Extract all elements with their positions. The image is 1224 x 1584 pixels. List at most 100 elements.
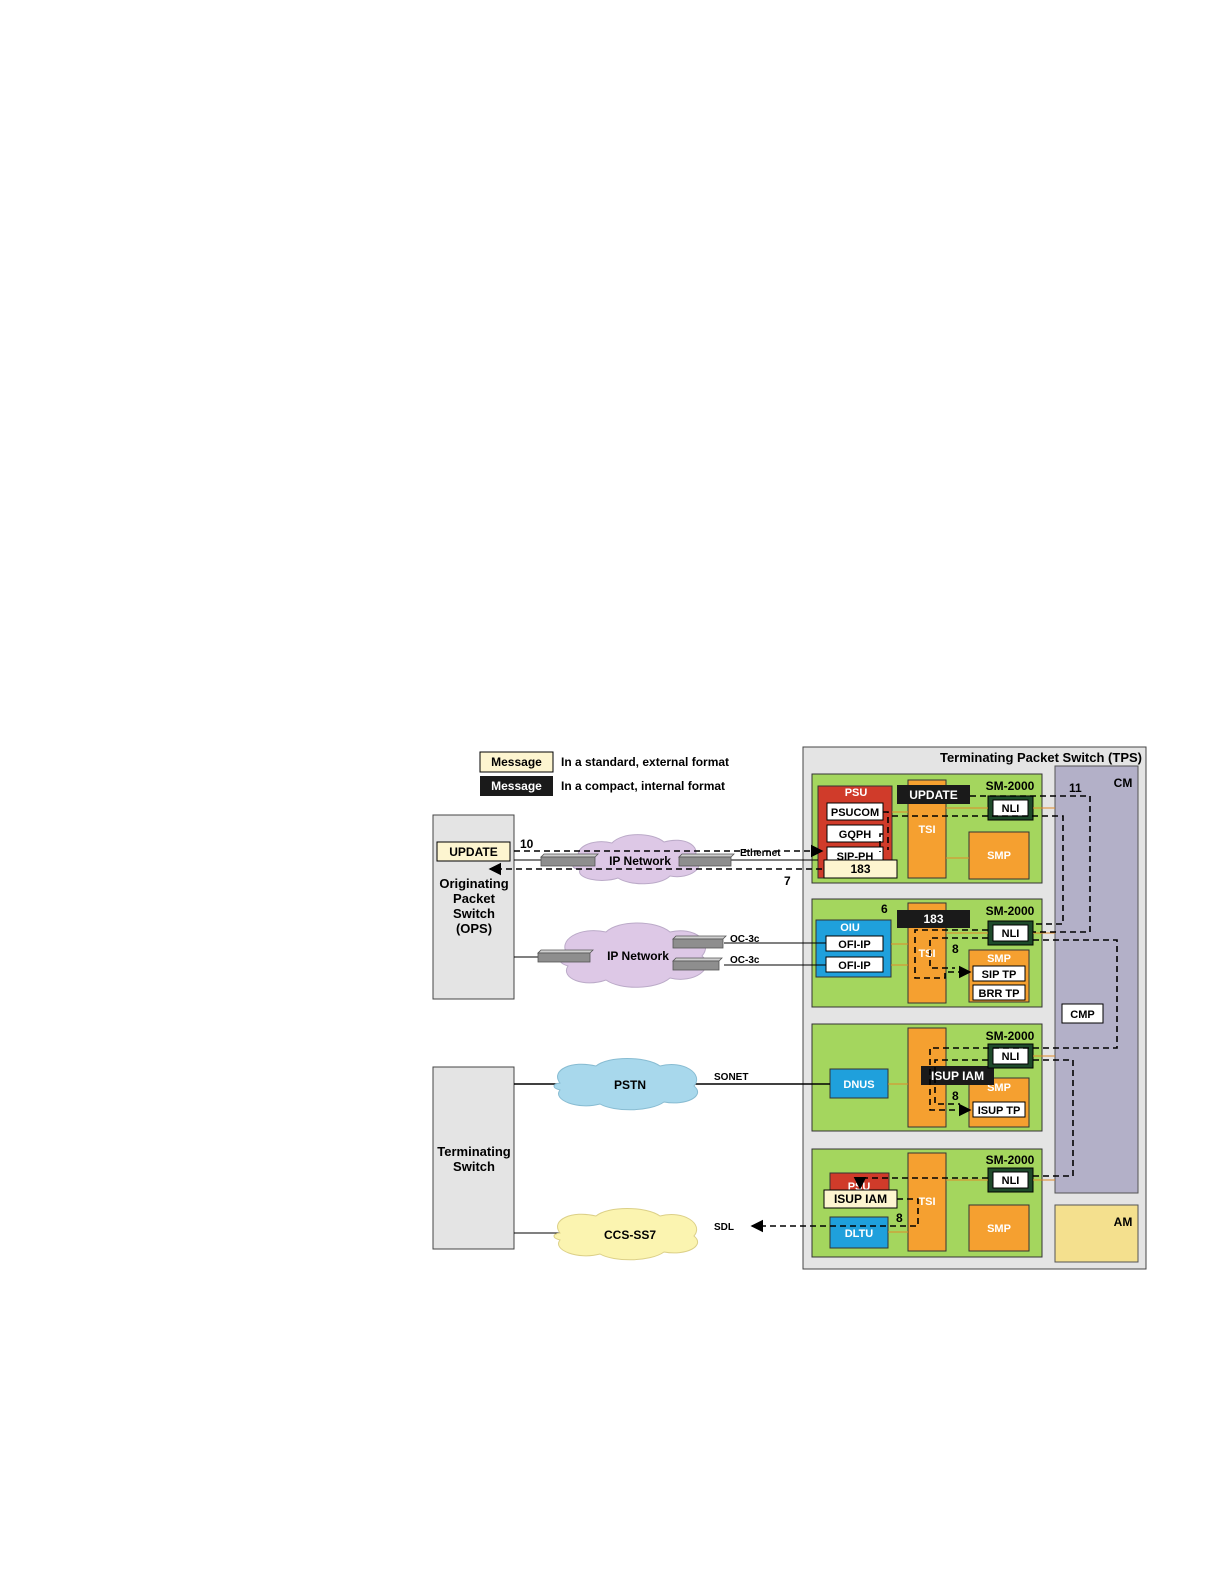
sm1-tsi-label: TSI (918, 824, 935, 836)
sm1-gqph-label: GQPH (839, 829, 871, 841)
sm2-msg-183 (897, 910, 970, 928)
ts-box (432, 1066, 515, 1250)
sm4-smp-label: SMP (987, 1223, 1011, 1235)
ccs-ss7-cloud (553, 1208, 698, 1261)
sm3-name: SM-2000 (986, 1029, 1035, 1043)
legend-compact-swatch (480, 776, 553, 796)
step-8-c: 8 (896, 1211, 903, 1225)
ip-network-label-1: IP Network (609, 854, 671, 868)
router-icon-2 (678, 853, 735, 858)
ops-switch: UPDATE Originating Packet Switch (OPS) (432, 814, 515, 1000)
sm1-psu-label: PSU (845, 787, 868, 799)
legend: Message In a standard, external format M… (479, 751, 729, 796)
sm-module-4: SM-2000 PSU ISUP IAM DLTU TSI SMP NLI (811, 1148, 1055, 1258)
sm-module-3: SM-2000 DNUS SMP ISUP IAM ISUP TP NLI (811, 1023, 1055, 1132)
sm1-msg-183-label: 183 (850, 862, 870, 876)
message-paths (488, 795, 1118, 1233)
sm1-smp-label: SMP (987, 850, 1011, 862)
sm2-nli (992, 924, 1029, 942)
sm2-oiu-label: OIU (840, 922, 860, 934)
sm3-nli-label: NLI (1002, 1051, 1020, 1063)
path-sm4-nli-psu (853, 1176, 988, 1190)
step-6: 6 (881, 902, 888, 916)
sm2-nli-label: NLI (1002, 928, 1020, 940)
path-sm2-tsi (914, 929, 988, 979)
ops-label-4: (OPS) (456, 921, 492, 936)
path-psu-internal-2 (879, 833, 883, 852)
ts-label-1: Terminating (437, 1144, 510, 1159)
sm4-dltu-label: DLTU (845, 1228, 874, 1240)
sm2-sip-tp (972, 965, 1026, 982)
router-icon-2-body (678, 856, 732, 867)
sm4-smp (968, 1204, 1030, 1252)
sm1-msg-update (897, 785, 970, 804)
sm4-nli (992, 1171, 1029, 1189)
oc3c-label-2: OC-3c (730, 955, 760, 966)
sm1-msg-183 (823, 859, 898, 879)
sm2-brr-tp (972, 984, 1026, 1001)
sm2-brr-tp-label: BRR TP (979, 988, 1020, 1000)
sm4-msg-iam-label: ISUP IAM (834, 1192, 887, 1206)
legend-standard-sample: Message (491, 755, 542, 769)
cmp-box (1061, 1003, 1104, 1024)
sm3-nli (992, 1047, 1029, 1065)
tps-title: Terminating Packet Switch (TPS) (940, 750, 1142, 765)
legend-standard-swatch (479, 751, 554, 773)
path-sm3-inner (934, 1059, 988, 1105)
sm1-psucom-label: PSUCOM (831, 807, 879, 819)
router-icon-5 (672, 957, 723, 962)
step-11: 11 (1069, 781, 1082, 795)
sm4-nli-label: NLI (1002, 1175, 1020, 1187)
sm3-isup-tp (972, 1101, 1026, 1118)
sm3-isup-tp-label: ISUP TP (978, 1105, 1021, 1117)
ops-label-3: Switch (453, 906, 495, 921)
ccs-ss7-label: CCS-SS7 (604, 1228, 656, 1242)
sm2-ofi-2-label: OFI-IP (838, 960, 870, 972)
step-8-a: 8 (952, 942, 959, 956)
sm4-tsi-label: TSI (918, 1196, 935, 1208)
legend-standard-desc: In a standard, external format (561, 755, 729, 769)
cmp-label: CMP (1070, 1009, 1094, 1021)
sdl-label: SDL (714, 1222, 734, 1233)
router-icon-5-body (672, 960, 720, 971)
sm1-smp (968, 831, 1030, 880)
path-sm2-sm3 (929, 939, 1118, 1117)
sm-module-1: SM-2000 PSU PSUCOM GQPH SIP-PH 183 TSI U… (811, 773, 1055, 884)
ip-network-label-2: IP Network (607, 949, 669, 963)
oc3c-label-1: OC-3c (730, 934, 760, 945)
ops-label-2: Packet (453, 891, 496, 906)
path-11 (970, 795, 1091, 933)
ts-label-2: Switch (453, 1159, 495, 1174)
ops-label-1: Originating (439, 876, 508, 891)
step-7: 7 (784, 874, 791, 888)
ip-network-cloud-1 (572, 834, 700, 885)
sm4-dltu (829, 1216, 889, 1249)
sm2-sip-tp-label: SIP TP (982, 969, 1017, 981)
sm3-msg-iam (921, 1066, 994, 1085)
sm4-name: SM-2000 (986, 1153, 1035, 1167)
sm2-name: SM-2000 (986, 904, 1035, 918)
legend-compact-desc: In a compact, internal format (561, 779, 725, 793)
sm1-nli (992, 799, 1029, 817)
path-sm3-sm4 (1033, 1059, 1074, 1177)
sm2-tsi-label: TSI (918, 948, 935, 960)
router-icon-1 (540, 853, 599, 858)
sm1-msg-update-label: UPDATE (909, 788, 957, 802)
legend-compact-sample: Message (491, 779, 542, 793)
router-icon-1-body (540, 856, 596, 867)
step-8-b: 8 (952, 1089, 959, 1103)
sm3-dnus-label: DNUS (843, 1079, 874, 1091)
sm-module-2: SM-2000 OIU OFI-IP OFI-IP TSI 183 SMP SI… (811, 898, 1055, 1008)
cm-block (1054, 765, 1139, 1194)
step-10: 10 (520, 837, 534, 851)
ops-msg-update (436, 841, 511, 862)
path-sm1-nli-down (892, 815, 1064, 925)
sm4-tsi (907, 1152, 947, 1252)
cm-label: CM (1114, 776, 1133, 790)
router-icon-4 (672, 935, 727, 940)
pstn-cloud (553, 1058, 698, 1111)
sm2-smp-label: SMP (987, 953, 1011, 965)
ethernet-label: Ethernet (740, 848, 781, 859)
path-sm2-tsi-2 (929, 937, 988, 969)
